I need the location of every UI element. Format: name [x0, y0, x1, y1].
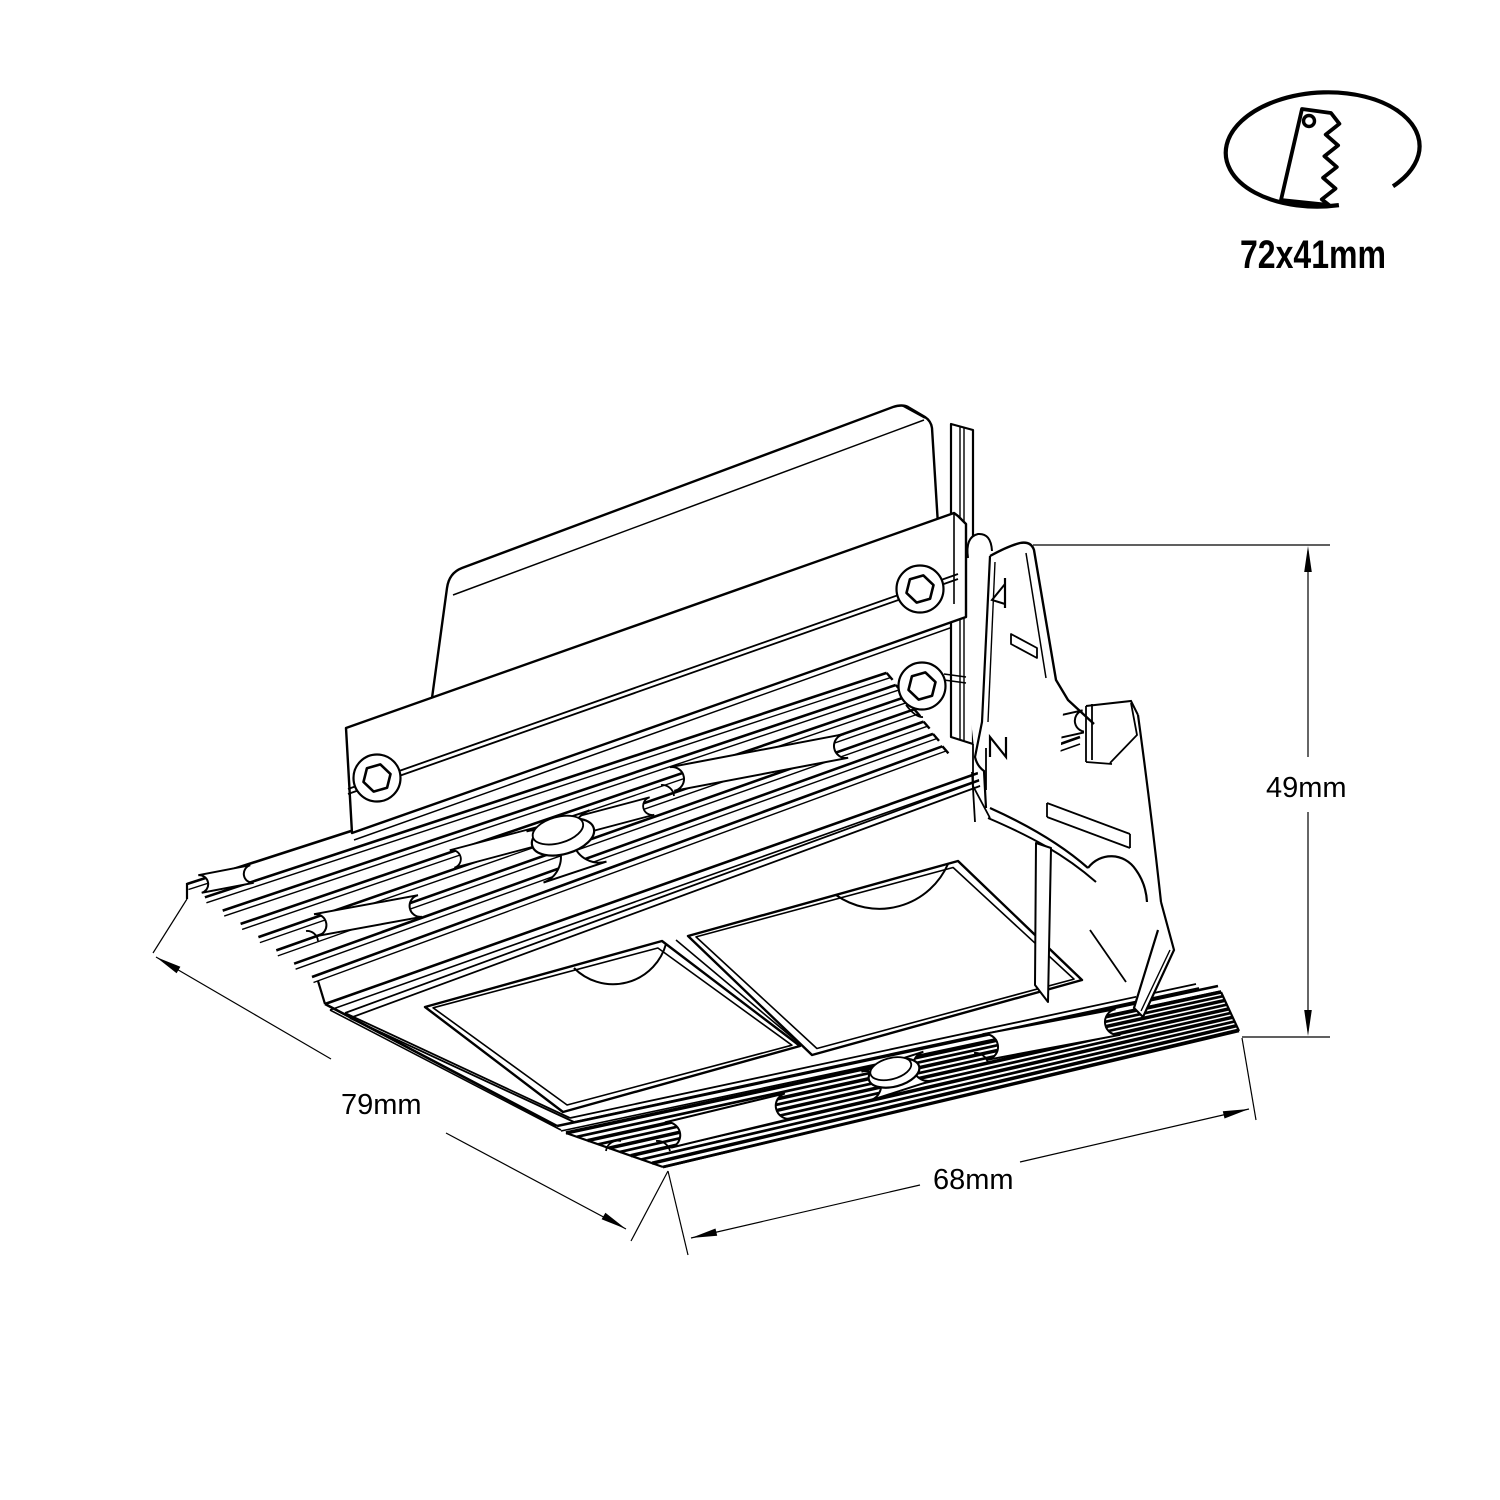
svg-text:72x41mm: 72x41mm: [1240, 233, 1386, 277]
svg-text:79mm: 79mm: [341, 1089, 422, 1121]
svg-text:68mm: 68mm: [933, 1164, 1014, 1196]
svg-text:49mm: 49mm: [1266, 772, 1347, 804]
